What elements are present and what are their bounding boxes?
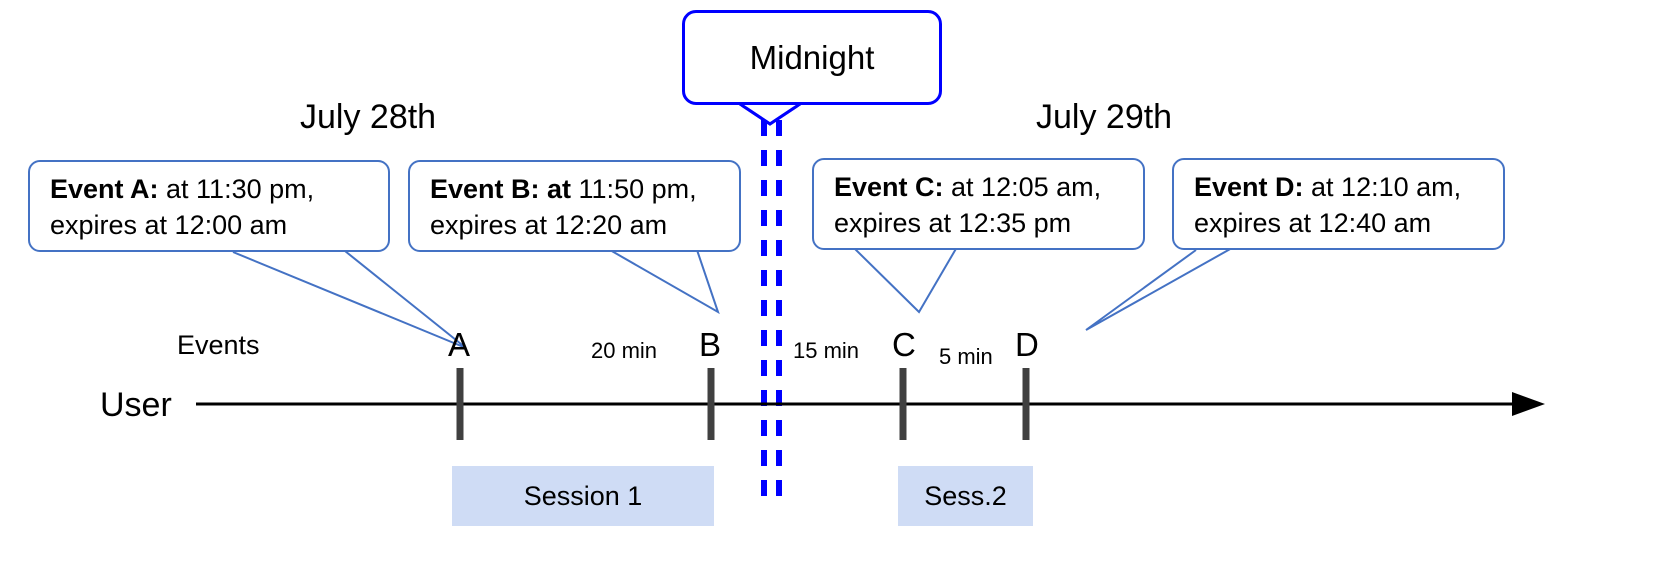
date-label-july-29: July 29th — [1036, 98, 1173, 136]
tick-label-a: A — [448, 326, 471, 363]
callout-event-a-line2: expires at 12:00 am — [50, 209, 288, 240]
tick-label-b: B — [699, 326, 722, 363]
callout-event-b-rest: 11:50 pm, — [571, 174, 697, 204]
callout-leader-d — [1085, 247, 1233, 331]
duration-label-b-c: 15 min — [793, 338, 860, 363]
midnight-label: Midnight — [749, 39, 875, 76]
callout-event-d-line2: expires at 12:40 am — [1194, 207, 1432, 238]
date-label-july-28: July 28th — [300, 98, 437, 136]
duration-label-a-b: 20 min — [591, 338, 658, 363]
callout-event-c: Event C: at 12:05 am, expires at 12:35 p… — [812, 158, 1145, 250]
duration-label-c-d: 5 min — [939, 344, 993, 369]
callout-leader-a — [232, 250, 467, 349]
session-block-2-label: Sess.2 — [924, 480, 1007, 511]
session-block-1: Session 1 — [452, 466, 714, 526]
event-tick-marks — [456, 368, 1030, 440]
tick-label-d: D — [1015, 326, 1039, 363]
callout-leader-c — [853, 246, 958, 314]
callout-event-b-line1: Event B: at 11:50 pm, — [430, 172, 725, 208]
callout-event-a-rest: at 11:30 pm, — [158, 174, 315, 204]
callout-event-c-line2: expires at 12:35 pm — [834, 207, 1072, 238]
callout-event-d-rest: at 12:10 am, — [1303, 172, 1462, 202]
callout-event-d: Event D: at 12:10 am, expires at 12:40 a… — [1172, 158, 1505, 250]
callout-event-b-line2: expires at 12:20 am — [430, 209, 668, 240]
events-row-label: Events — [177, 330, 260, 360]
midnight-bubble-tail — [739, 101, 801, 126]
callout-leader-b — [609, 249, 720, 315]
user-timeline-axis — [196, 392, 1545, 416]
callout-event-d-line1: Event D: at 12:10 am, — [1194, 170, 1489, 206]
session-block-2: Sess.2 — [898, 466, 1033, 526]
callout-event-b-bold: Event B: at — [430, 174, 572, 204]
midnight-divider-line — [761, 120, 782, 502]
callout-event-c-rest: at 12:05 am, — [943, 172, 1102, 202]
session-block-1-label: Session 1 — [523, 480, 643, 511]
tick-label-c: C — [892, 326, 916, 363]
callout-event-d-bold: Event D: — [1194, 172, 1304, 202]
callout-event-b: Event B: at 11:50 pm, expires at 12:20 a… — [408, 160, 741, 252]
callout-event-a-bold: Event A: — [50, 174, 159, 204]
callout-event-c-bold: Event C: — [834, 172, 944, 202]
callout-event-a-line1: Event A: at 11:30 pm, — [50, 172, 374, 208]
midnight-callout: Midnight — [682, 10, 942, 105]
user-row-label: User — [100, 386, 172, 424]
callout-event-a: Event A: at 11:30 pm, expires at 12:00 a… — [28, 160, 390, 252]
callout-event-c-line1: Event C: at 12:05 am, — [834, 170, 1129, 206]
